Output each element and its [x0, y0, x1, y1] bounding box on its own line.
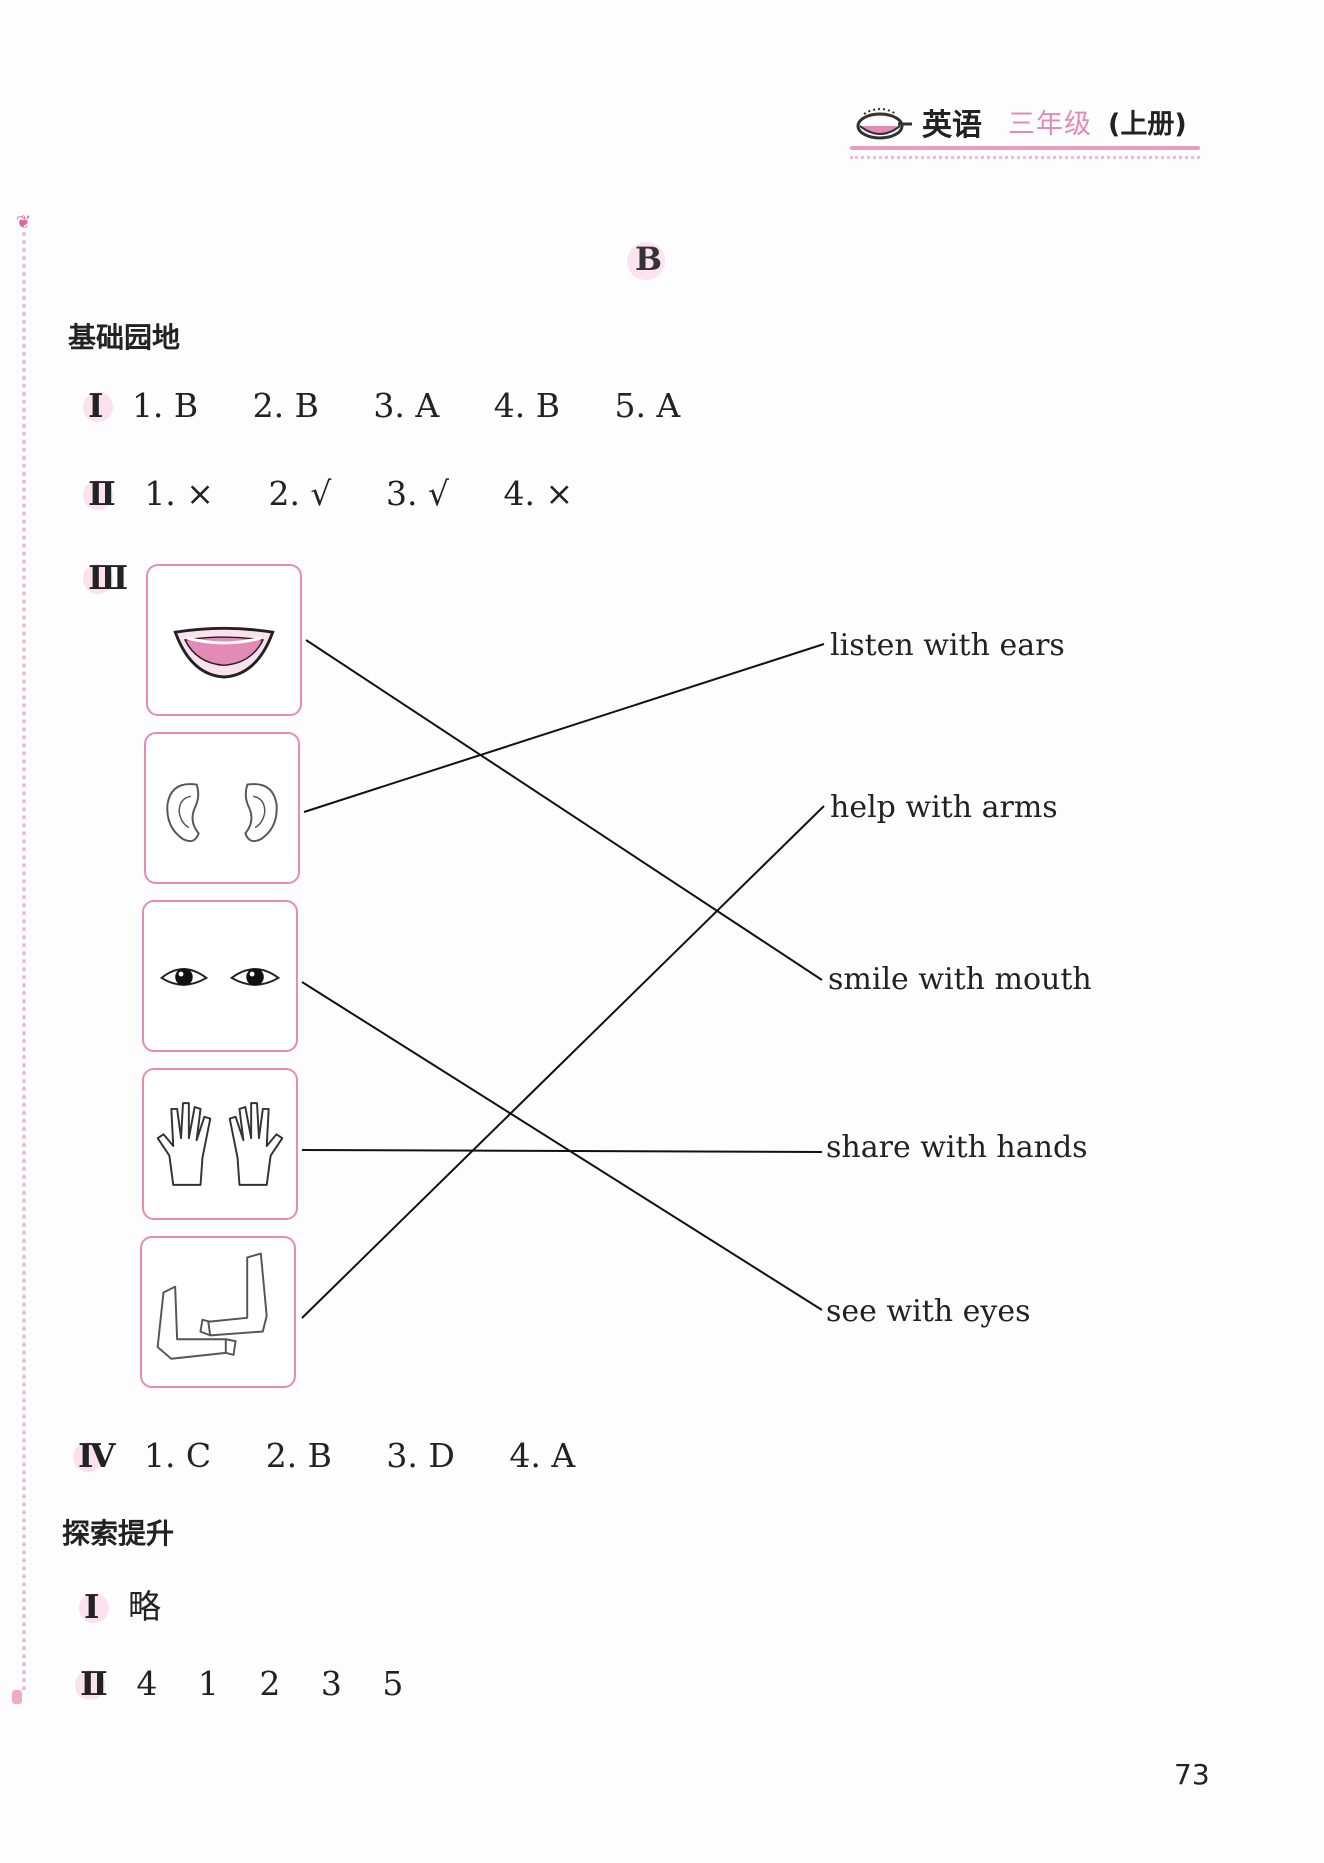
answer: 5 — [382, 1664, 404, 1703]
header-rule — [850, 146, 1200, 150]
phrase-smile: smile with mouth — [828, 962, 1092, 997]
margin-end-mark — [12, 1690, 22, 1704]
answer: 2. B — [265, 1436, 332, 1475]
roman-numeral: Ⅰ — [82, 386, 114, 425]
answer: 5. A — [614, 386, 681, 425]
match-line-hands-share — [301, 1149, 823, 1153]
mouth-icon — [173, 626, 275, 679]
volume-label: (上册) — [1108, 109, 1187, 140]
phrase-listen: listen with ears — [830, 628, 1065, 663]
answer: 4 — [136, 1664, 158, 1703]
answer: 1. C — [143, 1436, 212, 1475]
answer: 2 — [259, 1664, 281, 1703]
answer: 3. D — [386, 1436, 455, 1475]
mouth-picture — [146, 564, 302, 716]
match-line-arms-help — [301, 805, 825, 1319]
roman-numeral: Ⅲ — [82, 558, 129, 597]
section-letter: B — [627, 240, 665, 280]
phrase-help: help with arms — [830, 790, 1058, 825]
match-line-eyes-see — [301, 981, 823, 1311]
answer: 1. × — [144, 474, 214, 513]
basic-q3-row: Ⅲ — [82, 558, 146, 597]
explore-heading: 探索提升 — [62, 1517, 175, 1550]
answer: 3. √ — [385, 474, 449, 513]
roman-numeral: Ⅳ — [72, 1436, 116, 1475]
hands-icon — [156, 1102, 284, 1186]
basic-q4-row: Ⅳ 1. C 2. B 3. D 4. A — [72, 1436, 619, 1475]
phrase-see: see with eyes — [826, 1294, 1031, 1329]
hands-picture — [142, 1068, 298, 1220]
eyes-picture — [142, 900, 298, 1052]
answer: 3. A — [373, 386, 440, 425]
basic-q2-row: Ⅱ 1. × 2. √ 3. √ 4. × — [83, 474, 617, 513]
book-logo-icon — [856, 108, 912, 140]
answer: 4. A — [509, 1436, 576, 1475]
arms-icon — [156, 1252, 268, 1360]
arms-picture — [140, 1236, 296, 1388]
eyes-icon — [159, 968, 281, 986]
ears-picture — [144, 732, 300, 884]
answer: 4. B — [493, 386, 560, 425]
answer: 1 — [197, 1664, 219, 1703]
answer: 1. B — [131, 386, 199, 425]
answer: 略 — [127, 1587, 161, 1626]
roman-numeral: Ⅱ — [75, 1664, 108, 1703]
answer: 2. B — [252, 386, 319, 425]
page-header: 英语 三年级 (上册) — [850, 100, 1210, 160]
answer: 3 — [320, 1664, 342, 1703]
match-line-ears-listen — [303, 643, 825, 813]
answer: 2. √ — [268, 474, 332, 513]
explore-q1-row: Ⅰ 略 — [78, 1580, 205, 1628]
subject-label: 英语 — [922, 108, 982, 143]
phrase-share: share with hands — [826, 1130, 1088, 1165]
leaf-icon: ❦ — [16, 212, 32, 233]
header-dotted-rule — [850, 156, 1200, 159]
margin-dotted-line — [22, 232, 26, 1692]
explore-q2-row: Ⅱ 4 1 2 3 5 — [75, 1664, 433, 1703]
page-number: 73 — [1174, 1758, 1210, 1791]
ears-icon — [166, 783, 278, 843]
match-line-mouth-smile — [305, 639, 823, 981]
basic-q1-row: Ⅰ 1. B 2. B 3. A 4. B 5. A — [82, 386, 724, 425]
answer: 4. × — [503, 474, 574, 513]
roman-numeral: Ⅱ — [83, 474, 116, 513]
basic-heading: 基础园地 — [68, 321, 181, 354]
roman-numeral: Ⅰ — [78, 1587, 110, 1626]
grade-label: 三年级 — [1008, 109, 1092, 140]
